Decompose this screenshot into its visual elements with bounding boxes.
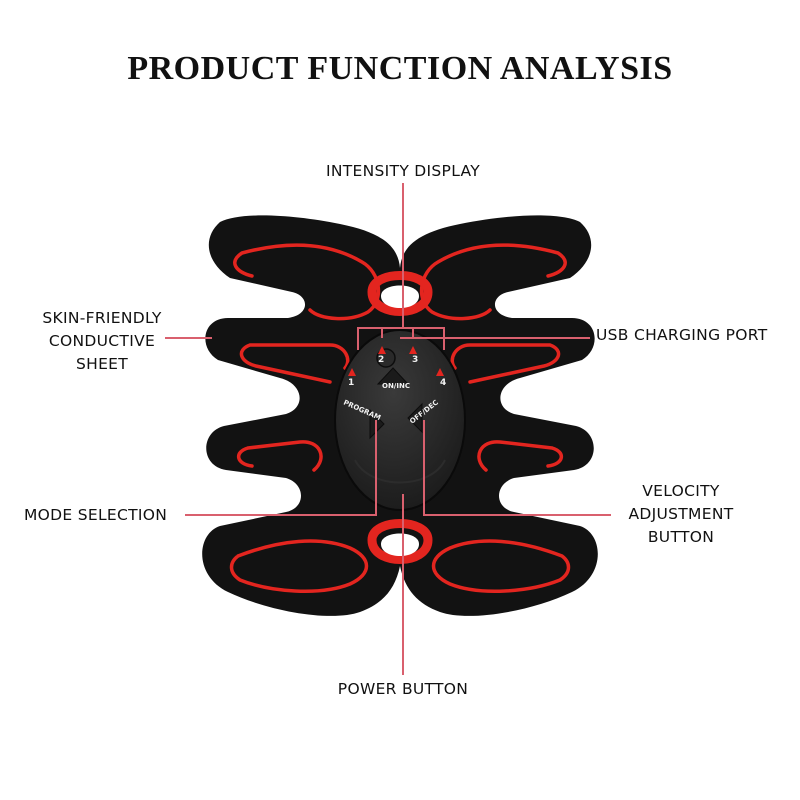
label-skin-friendly-line-2: CONDUCTIVE — [48, 332, 156, 350]
label-velocity-line-3: BUTTON — [647, 528, 715, 546]
label-skin-friendly-line-1: SKIN-FRIENDLY — [42, 309, 162, 327]
callout-mode-selection — [185, 420, 377, 516]
pad-trace-mid-left — [239, 343, 350, 384]
control-unit: 1 2 3 4 ON/INC PROGRAM OFF/DEC — [334, 329, 466, 511]
label-velocity-line-2: ADJUSTMENT — [628, 505, 734, 523]
callout-lines — [165, 183, 611, 675]
pad-trace-lower-right — [477, 440, 563, 472]
bottom-notch-ring — [367, 519, 433, 564]
on-inc-button[interactable] — [376, 367, 410, 385]
indicator-light-2 — [378, 346, 386, 354]
label-skin-friendly-line-3: SHEET — [75, 355, 129, 373]
pad-trace-mid-right — [450, 343, 561, 384]
indicator-light-4 — [436, 368, 444, 376]
off-dec-button[interactable] — [407, 402, 423, 434]
pad-trace-top-right — [419, 243, 567, 321]
label-skin-friendly-conductive-sheet: SKIN-FRIENDLY CONDUCTIVE SHEET — [22, 307, 182, 376]
pad-trace-lower-left — [237, 440, 323, 472]
top-notch-ring — [367, 271, 433, 316]
label-mode-selection: MODE SELECTION — [24, 506, 168, 524]
indicator-number-4: 4 — [440, 378, 446, 388]
pad-trace-top-left — [233, 243, 381, 321]
pad-trace-bottom-right — [431, 539, 571, 593]
intensity-indicator-lights — [348, 346, 444, 376]
callout-velocity-adjustment — [423, 420, 611, 516]
indicator-number-2: 2 — [378, 355, 384, 365]
indicator-number-3: 3 — [412, 355, 418, 365]
label-velocity-adjustment-button: VELOCITY ADJUSTMENT BUTTON — [606, 480, 756, 549]
label-usb-charging-port: USB CHARGING PORT — [596, 326, 768, 344]
indicator-number-1: 1 — [348, 378, 354, 388]
label-power-button: POWER BUTTON — [337, 680, 469, 698]
on-inc-label: ON/INC — [382, 382, 410, 390]
label-velocity-line-1: VELOCITY — [642, 482, 720, 500]
label-intensity-display: INTENSITY DISPLAY — [326, 162, 480, 180]
pad-trace-bottom-left — [229, 539, 369, 593]
page-title: PRODUCT FUNCTION ANALYSIS — [127, 50, 673, 87]
indicator-light-1 — [348, 368, 356, 376]
indicator-light-3 — [409, 346, 417, 354]
